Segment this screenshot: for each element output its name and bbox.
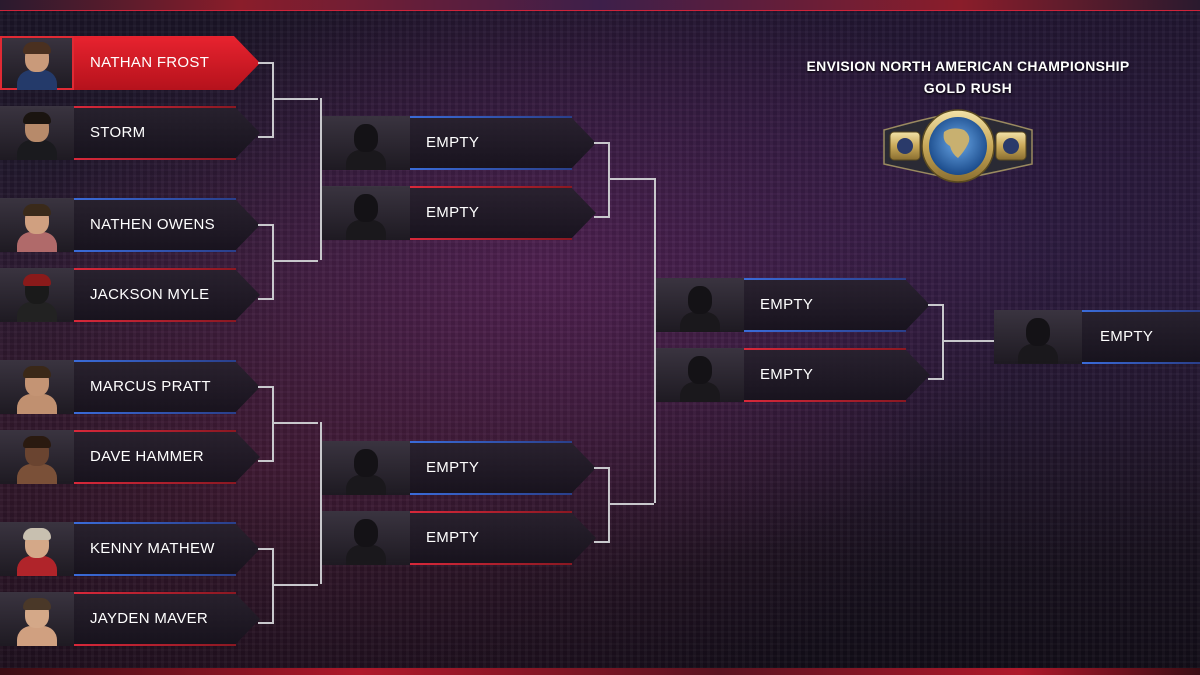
slot-name: EMPTY: [760, 296, 814, 313]
bracket-connector: [594, 142, 610, 218]
slot-name: EMPTY: [426, 204, 480, 221]
bracket-slot-r2-1[interactable]: EMPTY: [322, 116, 596, 170]
bracket-slot-r1-7[interactable]: KENNY MATHEW: [0, 522, 260, 576]
silhouette-icon: [656, 348, 744, 402]
bracket-connector: [318, 422, 322, 584]
bracket-connector: [594, 467, 610, 543]
slot-name: EMPTY: [426, 134, 480, 151]
silhouette-icon: [322, 116, 410, 170]
bracket-slot-r1-2[interactable]: STORM: [0, 106, 260, 160]
wrestler-name: STORM: [90, 124, 146, 141]
wrestler-portrait: [0, 268, 74, 322]
bracket-connector: [272, 422, 318, 424]
bracket-slot-r1-6[interactable]: DAVE HAMMER: [0, 430, 260, 484]
bracket-connector: [258, 224, 274, 300]
championship-header: ENVISION NORTH AMERICAN CHAMPIONSHIP GOL…: [770, 58, 1166, 96]
wrestler-portrait: [0, 522, 74, 576]
silhouette-icon: [994, 310, 1082, 364]
wrestler-name: KENNY MATHEW: [90, 540, 215, 557]
bracket-connector: [258, 386, 274, 462]
bracket-connector: [608, 178, 654, 180]
wrestler-name: MARCUS PRATT: [90, 378, 211, 395]
bracket-slot-r2-4[interactable]: EMPTY: [322, 511, 596, 565]
bracket-connector: [652, 178, 656, 503]
silhouette-icon: [322, 511, 410, 565]
wrestler-name: NATHAN FROST: [90, 54, 210, 71]
wrestler-portrait: [0, 106, 74, 160]
bracket-connector: [608, 503, 654, 505]
slot-name: EMPTY: [426, 459, 480, 476]
wrestler-portrait: [0, 360, 74, 414]
wrestler-name: NATHEN OWENS: [90, 216, 215, 233]
silhouette-icon: [322, 186, 410, 240]
bracket-connector: [258, 548, 274, 624]
bracket-slot-r1-3[interactable]: NATHEN OWENS: [0, 198, 260, 252]
bracket-connector: [942, 340, 994, 342]
bracket-connector: [272, 584, 318, 586]
top-accent-bar: [0, 0, 1200, 11]
bracket-connector: [258, 62, 274, 138]
silhouette-icon: [322, 441, 410, 495]
slot-name: EMPTY: [426, 529, 480, 546]
wrestler-name: DAVE HAMMER: [90, 448, 204, 465]
wrestler-name: JAYDEN MAVER: [90, 610, 209, 627]
championship-belt-icon: [883, 109, 1033, 183]
bracket-slot-r3-2[interactable]: EMPTY: [656, 348, 930, 402]
wrestler-name: JACKSON MYLE: [90, 286, 210, 303]
wrestler-portrait: [0, 198, 74, 252]
bracket-connector: [318, 98, 322, 260]
wrestler-portrait: [0, 36, 74, 90]
bracket-connector: [928, 304, 944, 380]
bracket-slot-r1-5[interactable]: MARCUS PRATT: [0, 360, 260, 414]
bracket-connector: [272, 98, 318, 100]
bracket-slot-r1-4[interactable]: JACKSON MYLE: [0, 268, 260, 322]
bracket-connector: [272, 260, 318, 262]
bracket-slot-final[interactable]: EMPTY: [994, 310, 1200, 364]
slot-name: EMPTY: [760, 366, 814, 383]
bracket-slot-r3-1[interactable]: EMPTY: [656, 278, 930, 332]
bracket-slot-r2-2[interactable]: EMPTY: [322, 186, 596, 240]
silhouette-icon: [656, 278, 744, 332]
wrestler-portrait: [0, 592, 74, 646]
tournament-name: GOLD RUSH: [923, 80, 1013, 96]
bracket-slot-r1-8[interactable]: JAYDEN MAVER: [0, 592, 260, 646]
bracket-slot-r2-3[interactable]: EMPTY: [322, 441, 596, 495]
wrestler-portrait: [0, 430, 74, 484]
bracket-slot-r1-1[interactable]: NATHAN FROST: [0, 36, 260, 90]
bottom-accent-bar: [0, 668, 1200, 675]
slot-name: EMPTY: [1100, 328, 1154, 345]
championship-title: ENVISION NORTH AMERICAN CHAMPIONSHIP: [806, 58, 1130, 74]
